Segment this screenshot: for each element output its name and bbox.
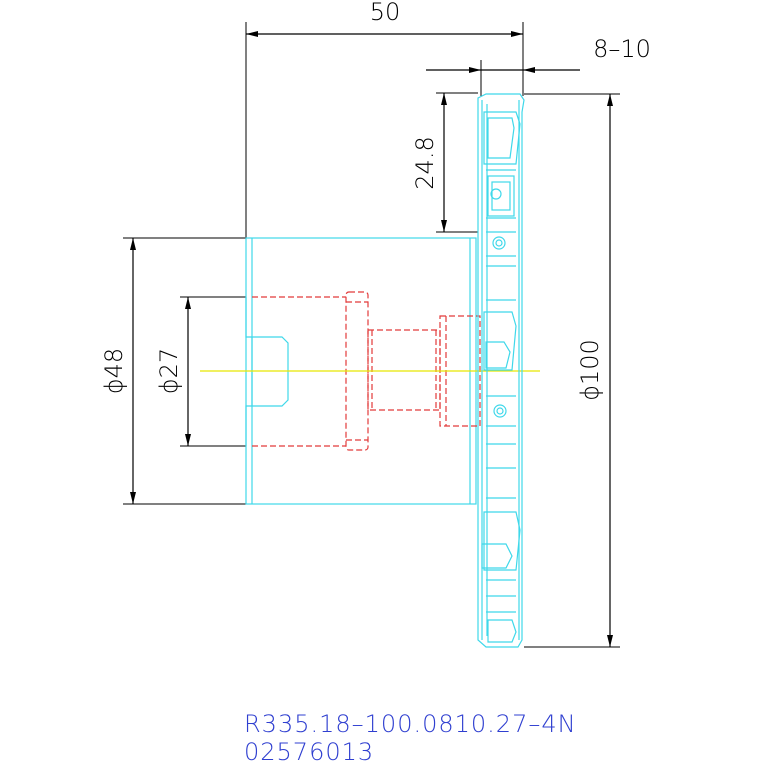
screw-icon [492, 236, 506, 250]
dim-24-8-text: 24.8 [411, 136, 439, 189]
screw-icon [493, 404, 507, 418]
dim-50-text: 50 [370, 0, 401, 26]
dim-27-text: ϕ27 [155, 348, 183, 394]
cutter-disk [477, 93, 525, 648]
item-code: 02576013 [244, 738, 375, 766]
dimension-lines [130, 31, 613, 647]
extension-lines [123, 22, 620, 648]
part-number: R335.18–100.0810.27–4N [244, 710, 577, 738]
dim-8-10-text: 8–10 [593, 35, 651, 63]
dim-100-text: ϕ100 [576, 339, 604, 401]
dim-48-text: ϕ48 [100, 348, 128, 394]
